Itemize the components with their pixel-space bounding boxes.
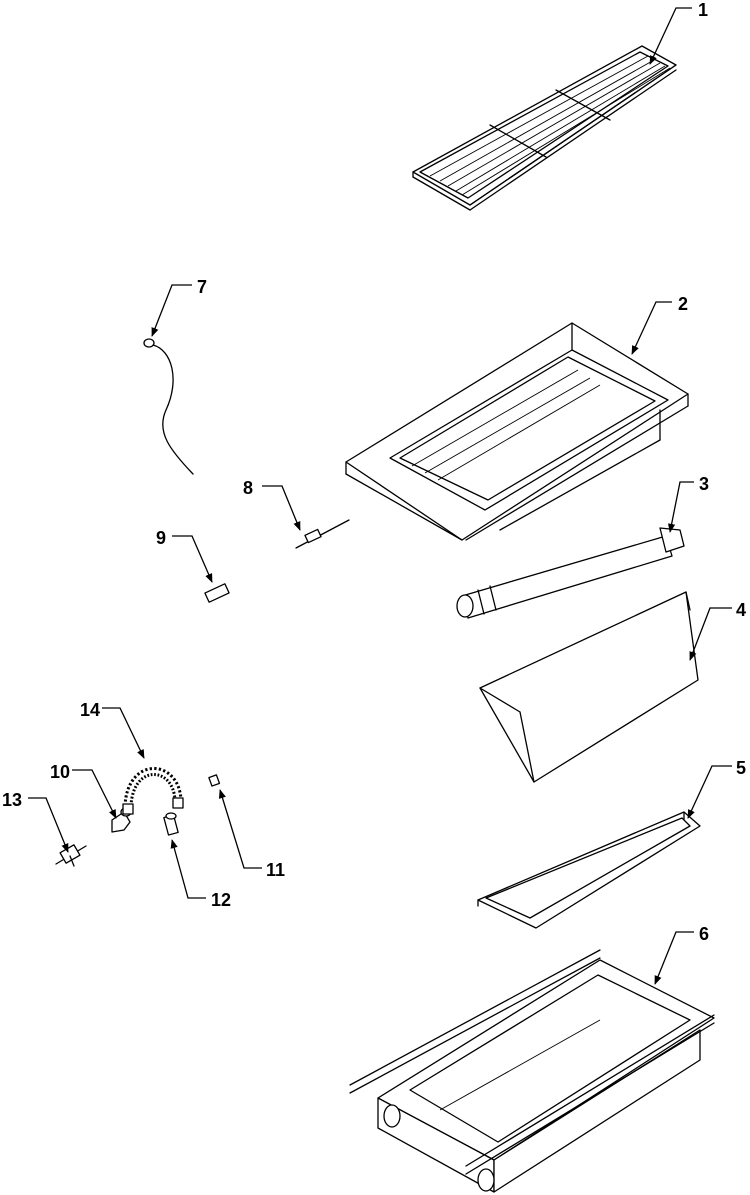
part-14-flex-hose <box>122 767 184 815</box>
callout-7: 7 <box>197 277 207 297</box>
callout-8: 8 <box>243 478 253 498</box>
part-4-heat-shield <box>479 591 699 783</box>
part-2-burner-box <box>345 322 689 541</box>
callout-13: 13 <box>2 790 22 810</box>
callout-labels: 1 2 3 4 5 6 7 8 9 10 11 12 13 14 <box>2 0 746 944</box>
part-1-cooking-grate <box>412 45 677 211</box>
callout-4: 4 <box>736 600 746 620</box>
callout-1: 1 <box>698 0 708 20</box>
callout-3: 3 <box>699 474 709 494</box>
part-9-nipple <box>204 583 230 603</box>
callout-5: 5 <box>736 758 746 778</box>
part-6-firebox <box>349 949 715 1193</box>
callout-12: 12 <box>211 890 231 910</box>
part-12-fitting <box>163 812 179 836</box>
part-3-burner-tube <box>456 527 685 619</box>
part-11-orifice <box>208 774 221 787</box>
part-13-valve <box>55 844 87 867</box>
callout-9: 9 <box>156 528 166 548</box>
part-8-electrode <box>295 519 350 549</box>
callout-6: 6 <box>699 924 709 944</box>
callout-2: 2 <box>678 294 688 314</box>
part-7-igniter-wire <box>143 338 194 475</box>
callout-14: 14 <box>80 700 100 720</box>
callout-11: 11 <box>266 860 285 880</box>
leader-lines <box>28 7 732 985</box>
callout-10: 10 <box>50 762 70 782</box>
part-5-flame-deflector <box>477 811 701 929</box>
